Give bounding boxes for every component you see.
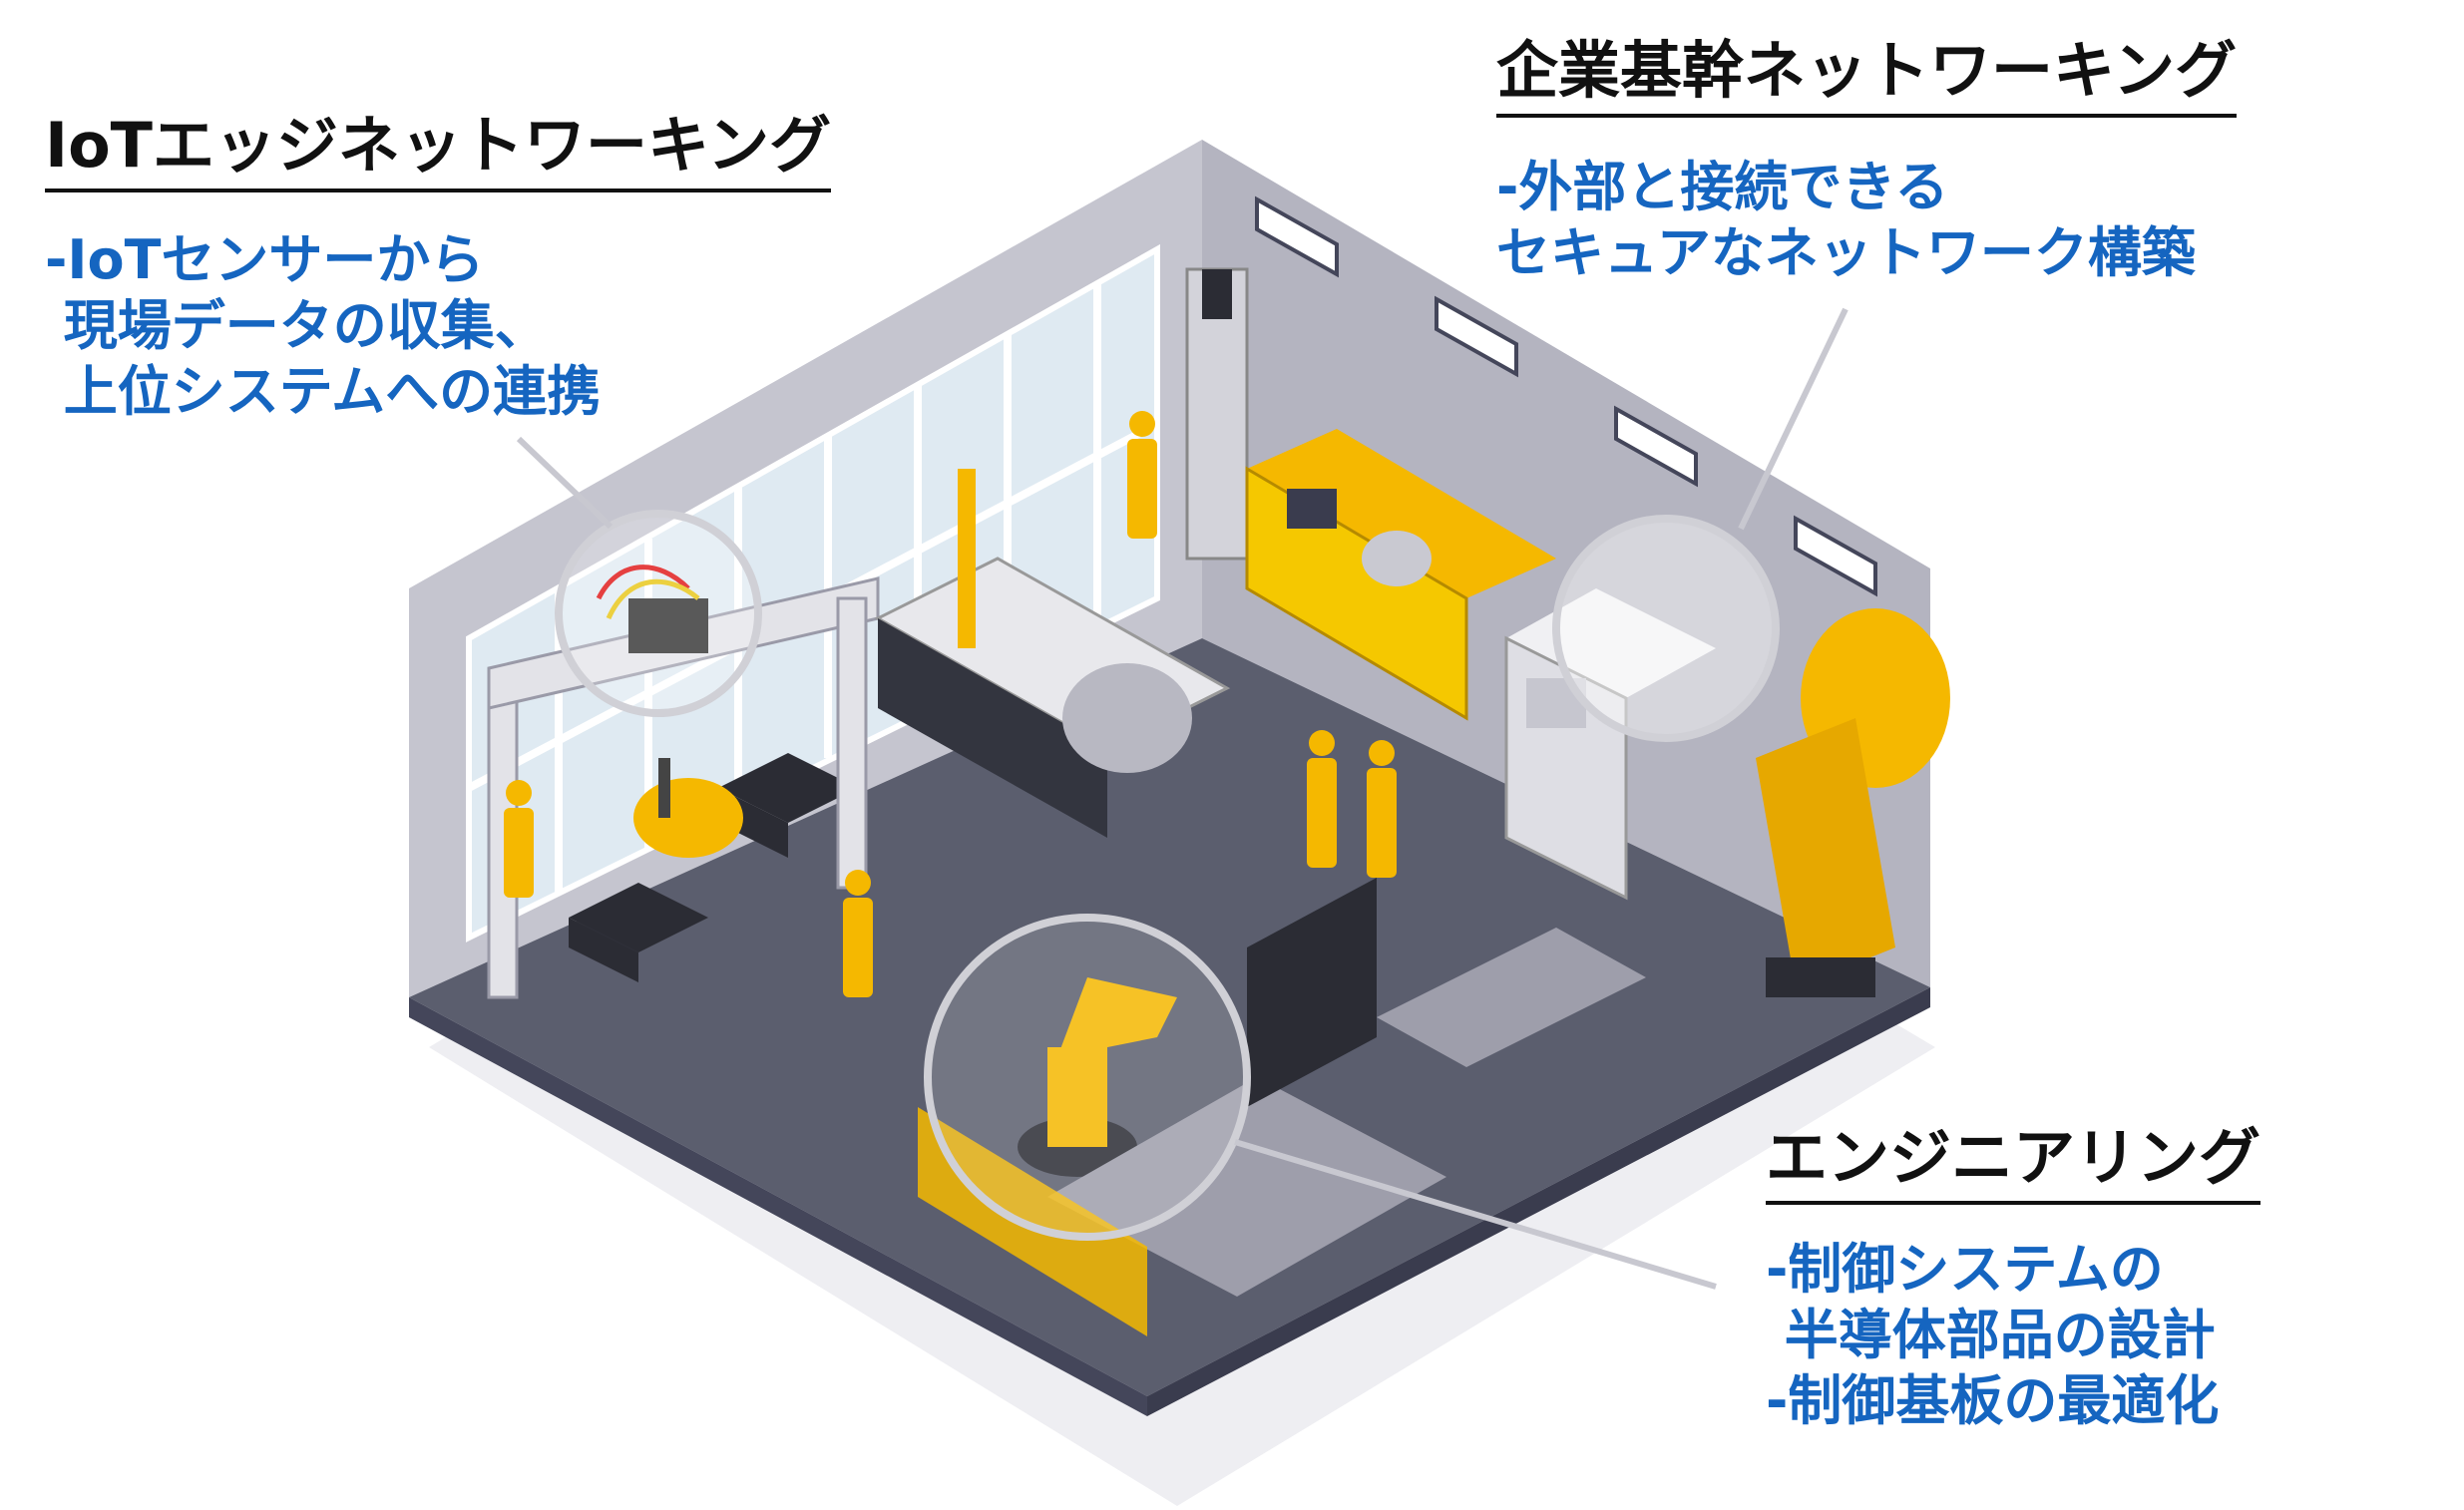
crucible-ladle	[633, 758, 743, 858]
floor-edge-left	[409, 997, 1147, 1416]
engineering-highlight-circle	[924, 914, 1251, 1241]
robot-arm	[1018, 977, 1177, 1177]
hydraulic-press	[1756, 608, 1950, 997]
enterprise-leader-line	[1738, 307, 1848, 531]
engineering-description: -制御システムの 半導体部品の設計-制御基板の最適化	[1766, 1238, 2220, 1432]
drill-press	[1185, 267, 1249, 561]
conveyor	[1047, 878, 1646, 1297]
engineering-title: エンジニアリング	[1766, 1127, 2261, 1205]
workers	[504, 411, 1397, 997]
enterprise-highlight-circle	[1552, 515, 1780, 742]
engineering-leader-line	[1234, 1139, 1717, 1290]
rolling-machine	[874, 469, 1231, 838]
iot-title: IoTエッジネットワーキング	[45, 115, 832, 192]
iot-highlight-circle	[555, 510, 762, 717]
wall-vents	[1255, 195, 1877, 597]
iot-leader-line	[516, 436, 614, 530]
iot-sensor	[596, 565, 708, 653]
safety-fence	[918, 1107, 1147, 1336]
floor-edge-right	[1147, 987, 1930, 1416]
iot-description: -IoTセンサーから 現場データの収集、 上位システムへの連携	[45, 228, 602, 423]
lathe-machine	[1245, 429, 1556, 721]
enterprise-description: -外部と接続できるセキュアなネットワーク構築	[1496, 156, 2196, 284]
enterprise-title: 企業基幹ネットワーキング	[1496, 40, 2238, 118]
right-wall	[1202, 140, 1930, 987]
